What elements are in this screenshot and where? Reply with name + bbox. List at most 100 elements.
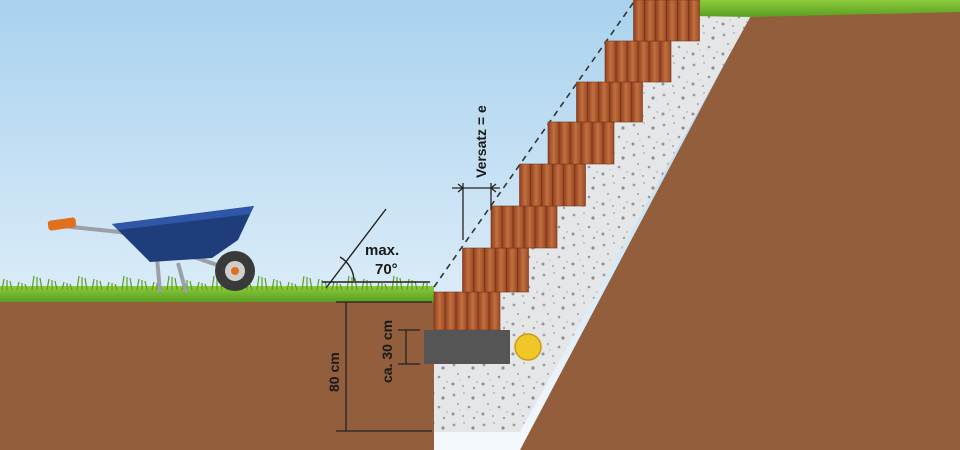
- palisade-slat: [637, 40, 650, 83]
- palisade-slat: [517, 247, 529, 293]
- palisade-slat: [648, 40, 661, 83]
- palisade-slat: [631, 81, 643, 123]
- offset-dimension: [452, 183, 500, 240]
- palisade-slat: [602, 121, 615, 165]
- grass-blade: [264, 277, 268, 291]
- grass-blade: [294, 283, 298, 291]
- grass-blade: [54, 280, 58, 291]
- grass-blade: [346, 275, 350, 291]
- palisade-slat: [530, 163, 542, 207]
- grass-blade: [249, 283, 253, 291]
- palisade-slat: [574, 163, 586, 207]
- palisade-slat: [501, 205, 514, 249]
- palisade-slat: [552, 163, 564, 207]
- grass-blade: [46, 278, 50, 291]
- grass-blade: [84, 277, 88, 291]
- grass-blade: [144, 280, 148, 291]
- angle-indicator: [322, 208, 430, 289]
- palisade-slat: [666, 0, 678, 42]
- wheelbarrow-icon: [47, 206, 255, 293]
- grass-blade: [136, 278, 140, 291]
- grass-blade: [31, 275, 35, 291]
- grass-blade: [106, 281, 110, 291]
- palisade-slat: [484, 247, 496, 293]
- grass-blade: [391, 275, 395, 291]
- palisade-slat: [655, 0, 667, 42]
- palisade-slat: [580, 121, 593, 165]
- grass-blade: [421, 281, 425, 291]
- grass-blade: [151, 281, 155, 291]
- grass-blade: [316, 278, 320, 291]
- palisade-slat: [444, 291, 457, 331]
- palisade-course: [462, 247, 529, 293]
- offset-label: Versatz = e: [473, 105, 489, 178]
- grass-blade: [376, 281, 380, 291]
- grass-blade: [1, 278, 5, 291]
- palisade-slat: [633, 0, 645, 42]
- palisade-slat: [563, 163, 575, 207]
- palisade-slat: [598, 81, 610, 123]
- grass-blade: [91, 278, 95, 291]
- palisade-slat: [547, 121, 560, 165]
- grass-blade: [279, 280, 283, 291]
- grass-blade: [406, 278, 410, 291]
- grass-blade: [204, 283, 208, 291]
- soil-slope: [520, 8, 960, 450]
- palisade-slat: [541, 163, 553, 207]
- grass-lower: [0, 286, 434, 302]
- palisade-slat: [512, 205, 525, 249]
- grass-blade: [189, 280, 193, 291]
- palisade-slat: [677, 0, 689, 42]
- palisade-slat: [534, 205, 547, 249]
- grass-blade: [256, 275, 260, 291]
- grass-blade: [301, 275, 305, 291]
- palisade-slat: [644, 0, 656, 42]
- palisade-slat: [615, 40, 628, 83]
- palisade-slat: [587, 81, 599, 123]
- grass-blade: [99, 280, 103, 291]
- grass-blade: [16, 281, 20, 291]
- soil-lower-left: [0, 300, 434, 450]
- drain-pipe-icon: [514, 333, 542, 361]
- grass-blade: [309, 277, 313, 291]
- grass-blade: [61, 281, 65, 291]
- palisade-slat: [558, 121, 571, 165]
- grass-blade: [361, 278, 365, 291]
- palisade-slat: [620, 81, 632, 123]
- grass-blade: [114, 283, 118, 291]
- grass-blade: [129, 277, 133, 291]
- palisade-slat: [495, 247, 507, 293]
- palisade-slat: [688, 0, 700, 42]
- palisade-slat: [466, 291, 479, 331]
- angle-label-value: 70°: [375, 261, 398, 278]
- footing-thickness-dimension: [398, 329, 420, 365]
- grass-blade: [121, 275, 125, 291]
- gravel-backfill: [434, 14, 752, 432]
- palisade-slat: [488, 291, 501, 331]
- grass-blade: [331, 281, 335, 291]
- palisade-slat: [462, 247, 474, 293]
- palisade-slat: [626, 40, 639, 83]
- grass-blade: [354, 277, 358, 291]
- palisade-slat: [455, 291, 468, 331]
- palisade-course: [547, 121, 615, 165]
- palisade-slat: [545, 205, 558, 249]
- grass-blade: [286, 281, 290, 291]
- palisade-slat: [576, 81, 588, 123]
- palisade-slat: [490, 205, 503, 249]
- palisade-slat: [523, 205, 536, 249]
- concrete-footing: [424, 330, 510, 364]
- slope-guide-line: [433, 0, 637, 288]
- grass-blade: [174, 277, 178, 291]
- palisade-course: [604, 40, 672, 83]
- footing-thickness-label: ca. 30 cm: [379, 320, 395, 383]
- palisade-slat: [609, 81, 621, 123]
- palisade-course: [433, 291, 501, 331]
- grass-blade: [211, 275, 215, 291]
- grass-blade: [196, 281, 200, 291]
- angle-label-max: max.: [365, 242, 399, 259]
- palisade-slat: [659, 40, 672, 83]
- grass-blade: [76, 275, 80, 291]
